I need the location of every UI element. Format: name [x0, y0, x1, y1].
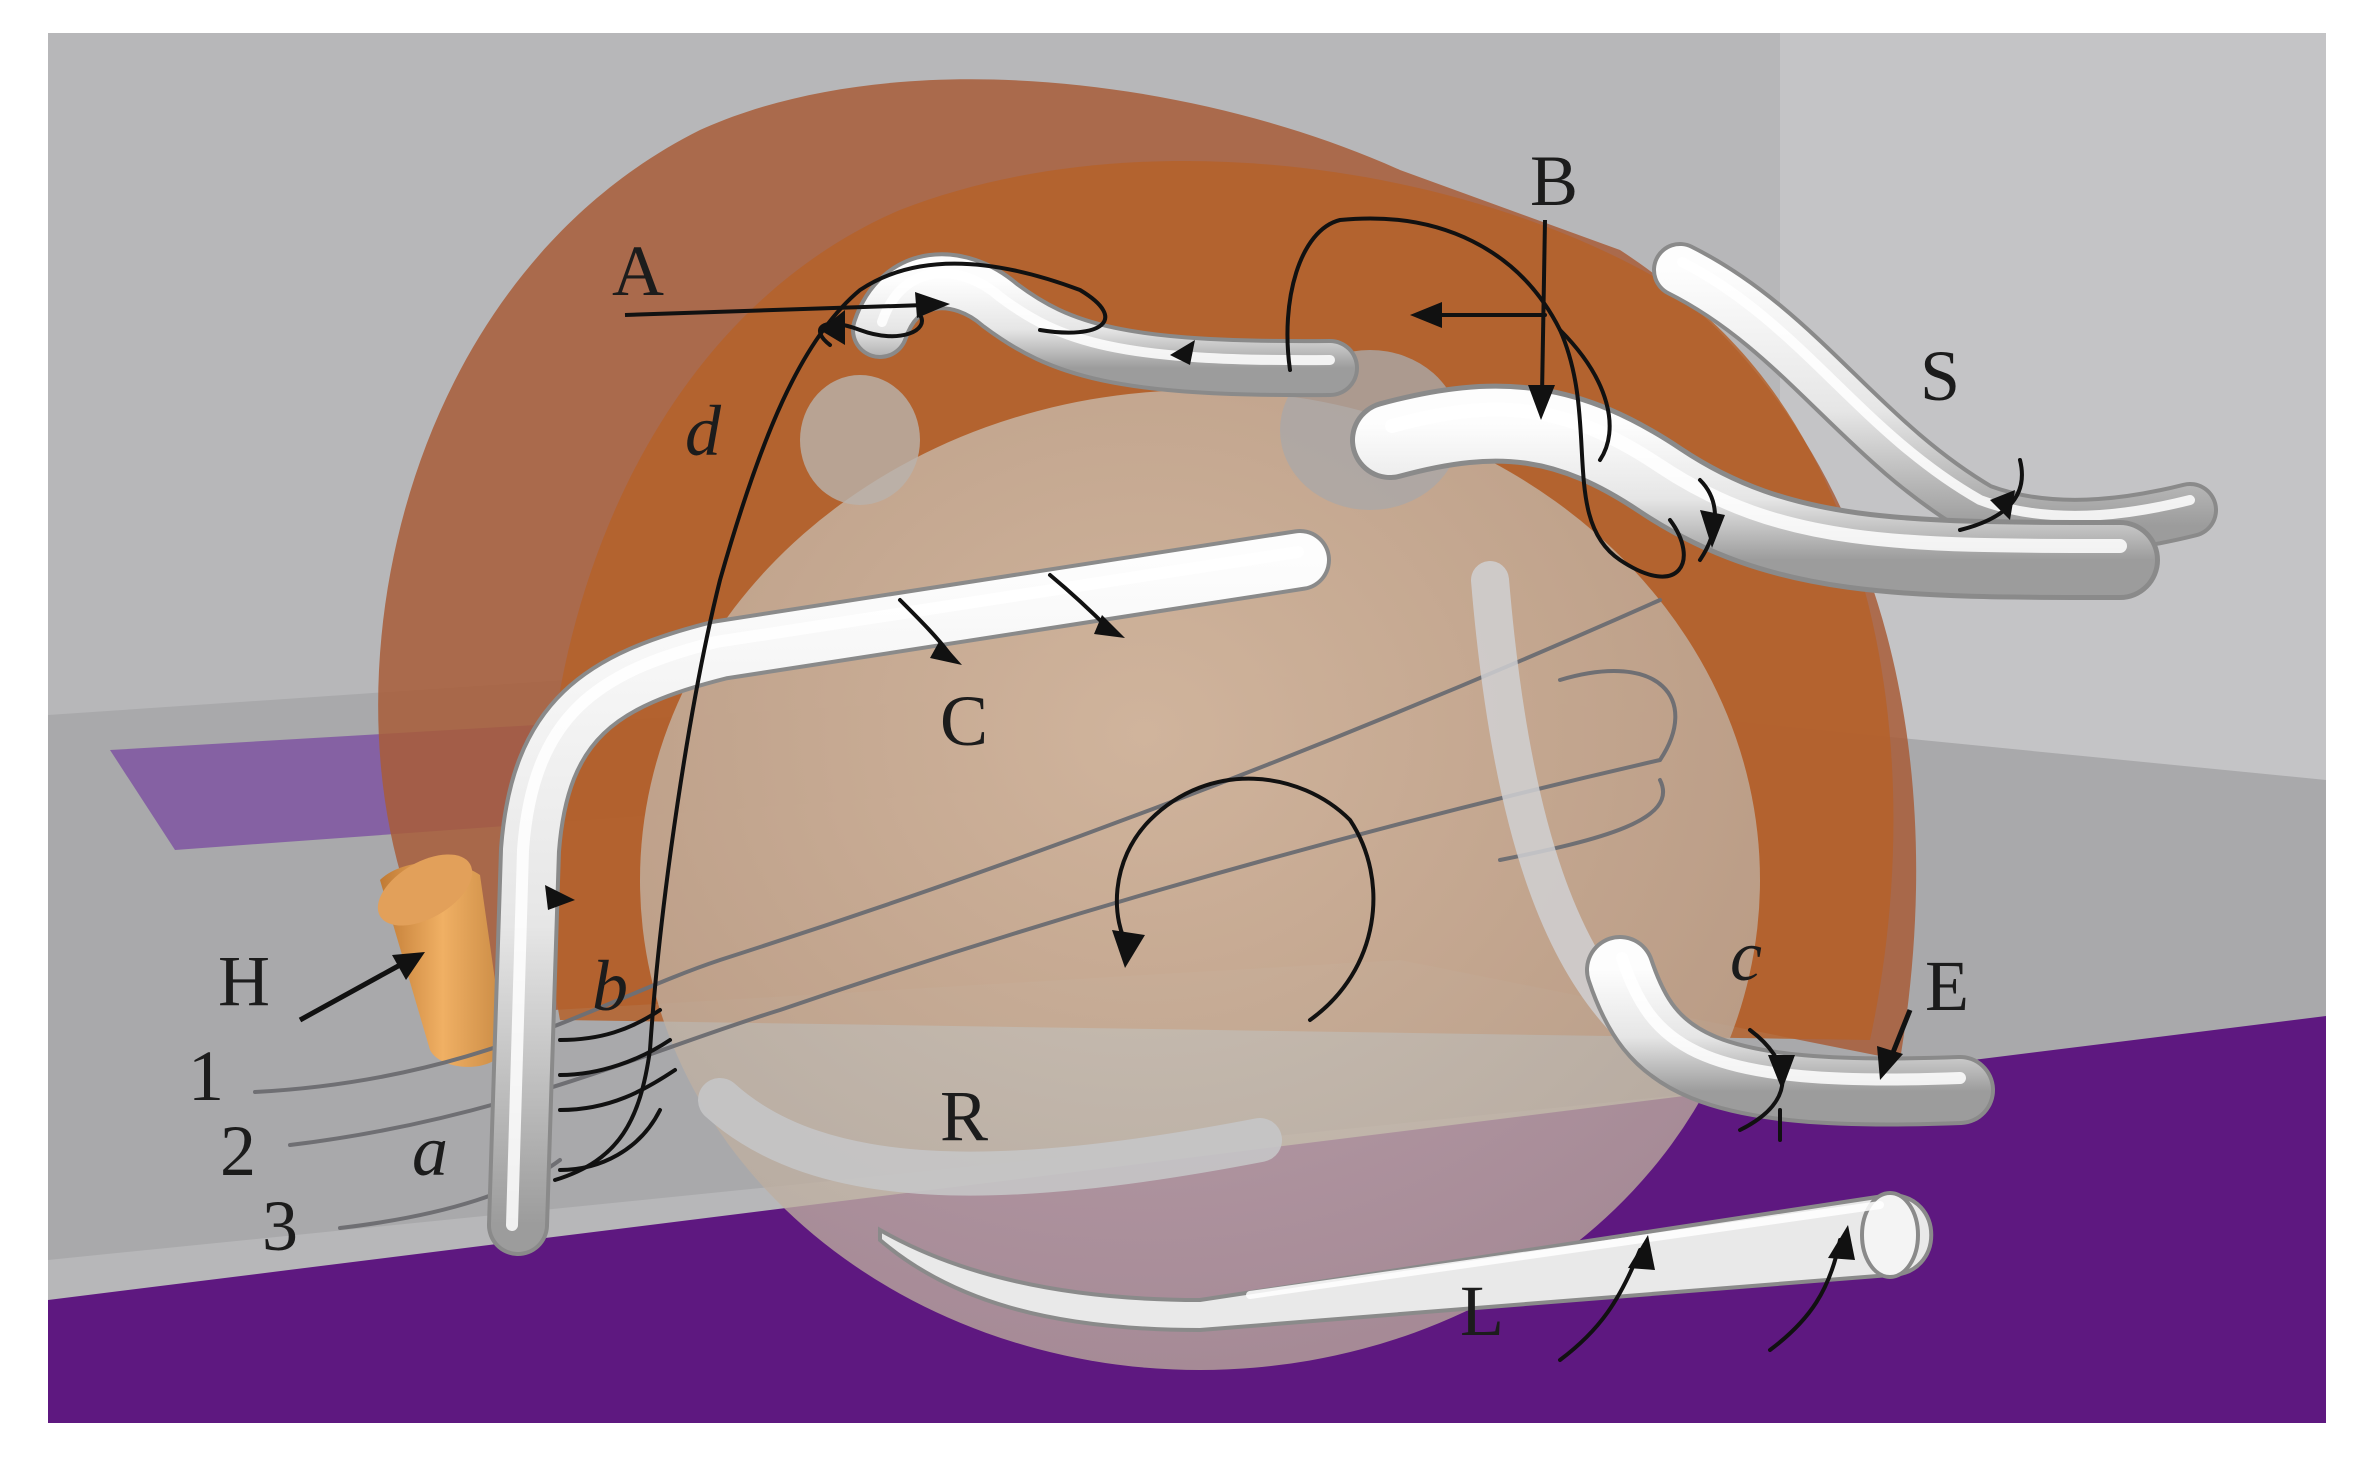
label-E: E	[1925, 946, 1969, 1026]
pointer-A-head	[915, 292, 950, 318]
arrowhead-A-tube	[1170, 340, 1195, 365]
arrowhead-L-1	[1628, 1235, 1655, 1270]
hub-marker-top	[377, 854, 473, 926]
pointer-H	[298, 962, 402, 1023]
pointer-A	[624, 303, 926, 317]
hub-sphere-shade-2	[800, 375, 920, 505]
label-b: b	[592, 946, 628, 1026]
pointer-E-head	[1877, 1046, 1903, 1080]
vortex-line-A-inner	[818, 313, 924, 347]
label-S: S	[1920, 336, 1960, 416]
vortex-line-b-3	[558, 1068, 677, 1112]
label-A: A	[612, 231, 664, 311]
arrowhead-S-tube	[1990, 490, 2015, 520]
filament-line-1	[253, 598, 1662, 1094]
arrowhead-B-tube	[1700, 510, 1725, 548]
label-a: a	[412, 1111, 448, 1191]
pointer-B-down	[1540, 219, 1547, 396]
pointer-B-left-head	[1410, 302, 1442, 328]
arrowhead-E-tube	[1768, 1055, 1795, 1090]
arrowhead-C-2	[1094, 615, 1125, 638]
label-C: C	[940, 681, 988, 761]
vortex-line-a	[558, 1108, 662, 1172]
label-B: B	[1530, 141, 1578, 221]
label-d: d	[685, 391, 722, 471]
pointer-B-down-head	[1528, 385, 1555, 420]
pointer-H-head	[392, 952, 425, 980]
vortex-line-B-loop-2	[1558, 328, 1612, 462]
filament-line-2	[288, 669, 1678, 1147]
arrowhead-L-2	[1828, 1225, 1855, 1260]
arrowhead-R-rotation	[1112, 930, 1145, 968]
tube-R-faint	[698, 1078, 1282, 1196]
label-c: c	[1730, 916, 1762, 996]
vortex-tube-L	[878, 1191, 1934, 1333]
vortex-tube-B	[1350, 383, 2160, 600]
arrowhead-C-1	[930, 640, 962, 665]
vortex-tube-E	[1585, 935, 1995, 1127]
label-H: H	[218, 941, 270, 1021]
vortex-tube-C	[487, 529, 1331, 1256]
label-2: 2	[220, 1111, 256, 1191]
arrowhead-d-top	[820, 310, 845, 345]
arrowhead-C-vertical	[545, 885, 575, 910]
rotation-arrow-R	[1114, 776, 1376, 1022]
label-1: 1	[188, 1036, 224, 1116]
label-L: L	[1460, 1271, 1504, 1351]
label-R: R	[940, 1076, 988, 1156]
vortex-line-b-2	[558, 1038, 672, 1077]
label-3: 3	[262, 1186, 298, 1266]
vortex-line-b-1	[558, 1008, 662, 1042]
